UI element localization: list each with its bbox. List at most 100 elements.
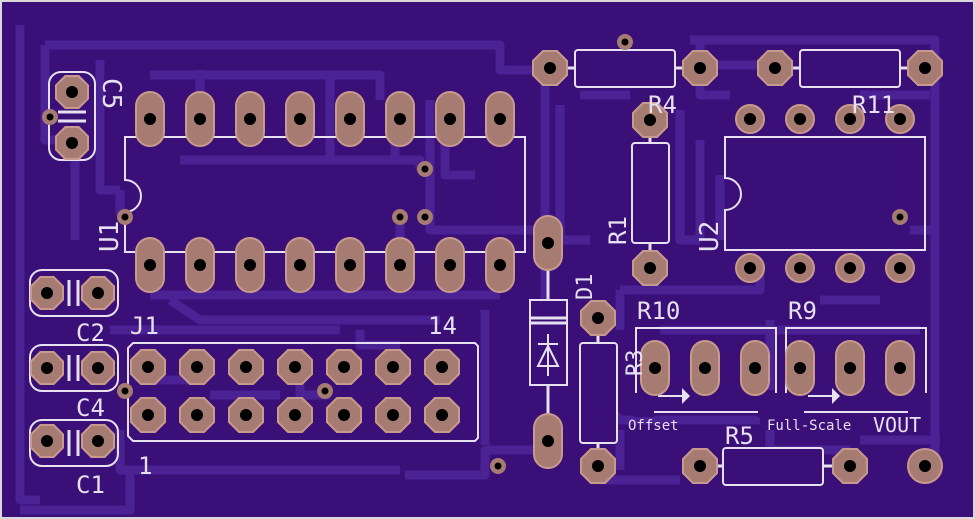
drill-hole [394, 259, 406, 271]
drill-hole [919, 460, 931, 472]
d1-label: D1 [573, 274, 598, 301]
c2-label: C2 [76, 319, 105, 347]
drill-hole [144, 259, 156, 271]
drill-hole [644, 114, 656, 126]
r1-body [631, 142, 670, 244]
drill-hole [744, 262, 756, 274]
drill-hole [41, 435, 53, 447]
drill-hole [844, 460, 856, 472]
r11-label: R11 [852, 91, 895, 119]
drill-hole [894, 262, 906, 274]
drill-hole [144, 113, 156, 125]
r5-resistor[interactable] [700, 447, 850, 486]
drill-hole [592, 312, 604, 324]
drill-hole [544, 62, 556, 74]
u2-dip8-ic[interactable] [724, 136, 926, 251]
r5-label: R5 [725, 422, 754, 450]
drill-hole [436, 361, 448, 373]
drill-hole [694, 62, 706, 74]
drill-hole [41, 287, 53, 299]
drill-hole [621, 38, 629, 46]
drill-hole [894, 113, 906, 125]
vout-label: VOUT [873, 413, 921, 437]
drill-hole [396, 213, 404, 221]
drill-hole [92, 435, 104, 447]
u1-label: U1 [95, 221, 125, 252]
drill-hole [191, 409, 203, 421]
drill-hole [294, 113, 306, 125]
drill-hole [744, 113, 756, 125]
c4-capacitor[interactable] [29, 344, 119, 392]
drill-hole [46, 113, 54, 121]
drill-hole [194, 259, 206, 271]
c1-label: C1 [76, 471, 105, 499]
drill-hole [494, 462, 502, 470]
r3-resistor[interactable] [579, 320, 618, 465]
r9-label: R9 [788, 297, 817, 325]
drill-hole [142, 409, 154, 421]
drill-hole [919, 62, 931, 74]
j1-pin14-label: 14 [428, 312, 457, 340]
full-scale-label: Full-Scale [767, 418, 851, 434]
r10-trimmer[interactable] [634, 327, 778, 417]
drill-hole [142, 361, 154, 373]
r11-body [799, 49, 901, 88]
drill-hole [191, 361, 203, 373]
drill-hole [344, 259, 356, 271]
drill-hole [344, 113, 356, 125]
u2-label: U2 [695, 221, 725, 252]
drill-hole [338, 361, 350, 373]
drill-hole [592, 460, 604, 472]
drill-hole [644, 262, 656, 274]
drill-hole [844, 362, 856, 374]
drill-hole [769, 62, 781, 74]
drill-hole [542, 435, 554, 447]
r5-body [722, 447, 824, 486]
drill-hole [749, 362, 761, 374]
drill-hole [394, 113, 406, 125]
drill-hole [694, 460, 706, 472]
drill-hole [421, 165, 429, 173]
drill-hole [289, 409, 301, 421]
drill-hole [494, 113, 506, 125]
j1-pin1-label: 1 [138, 452, 152, 480]
c4-label: C4 [76, 394, 105, 422]
drill-hole [387, 361, 399, 373]
drill-hole [338, 409, 350, 421]
drill-hole [894, 362, 906, 374]
drill-hole [121, 387, 129, 395]
r4-label: R4 [648, 91, 677, 119]
drill-hole [244, 259, 256, 271]
r1-label: R1 [604, 216, 632, 245]
copper-traces [15, 25, 940, 515]
drill-hole [649, 362, 661, 374]
drill-hole [240, 409, 252, 421]
drill-hole [240, 361, 252, 373]
j1-header-2x7[interactable] [127, 342, 479, 442]
d1-diode[interactable] [529, 245, 568, 440]
drill-hole [794, 262, 806, 274]
r10-outline [635, 327, 777, 413]
drill-hole [194, 113, 206, 125]
drill-hole [844, 262, 856, 274]
r11-resistor[interactable] [775, 49, 925, 88]
drill-hole [66, 137, 78, 149]
r10-label: R10 [637, 297, 680, 325]
u2-outline [724, 136, 926, 251]
drill-hole [41, 362, 53, 374]
drill-hole [289, 361, 301, 373]
drill-hole [421, 213, 429, 221]
drill-hole [436, 409, 448, 421]
r9-adjust-arrow [832, 388, 840, 404]
drill-hole [321, 387, 329, 395]
drill-hole [896, 213, 904, 221]
drill-hole [542, 237, 554, 249]
r1-resistor[interactable] [631, 120, 670, 265]
r3-body [579, 342, 618, 444]
silkscreen-labels: C5 U1 R4 R11 R1 U2 C2 C4 C1 J1 14 1 D1 R… [76, 78, 921, 499]
r10-adjust-arrow [682, 388, 690, 404]
drill-hole [494, 259, 506, 271]
component-pads [30, 34, 943, 484]
drill-hole [244, 113, 256, 125]
